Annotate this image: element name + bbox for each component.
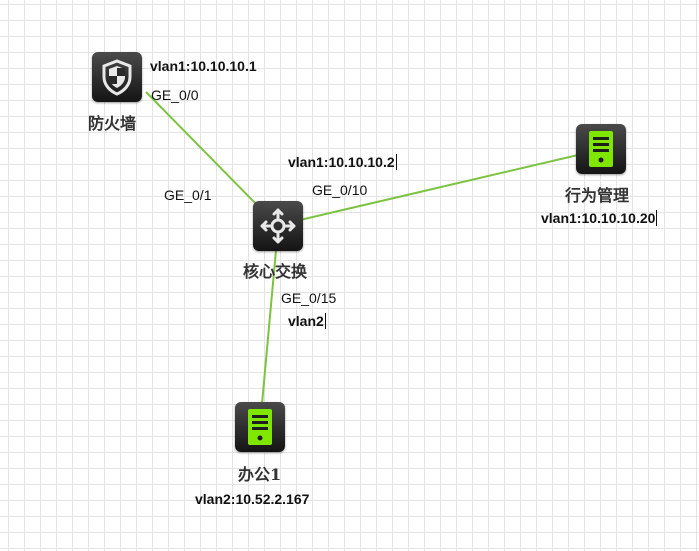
switch-arrows-icon bbox=[260, 208, 296, 244]
core-switch-port-firewall: GE_0/1 bbox=[164, 187, 212, 203]
core-switch-vlan-office[interactable]: vlan2 bbox=[288, 313, 326, 329]
firewall-port: GE_0/0 bbox=[151, 87, 199, 103]
office1-node[interactable] bbox=[235, 402, 285, 452]
core-switch-node[interactable] bbox=[253, 201, 303, 251]
core-switch-port-office: GE_0/15 bbox=[281, 290, 337, 306]
link-core-behavior[interactable] bbox=[299, 154, 579, 221]
server-icon bbox=[248, 409, 272, 445]
firewall-ip: vlan1:10.10.10.1 bbox=[150, 58, 257, 74]
behavior-mgmt-node[interactable] bbox=[576, 124, 626, 174]
core-switch-ip[interactable]: vlan1:10.10.10.2 bbox=[288, 154, 397, 170]
link-firewall-core[interactable] bbox=[145, 91, 263, 211]
core-switch-port-behavior: GE_0/10 bbox=[312, 182, 368, 198]
core-switch-label: 核心交换 bbox=[243, 262, 308, 281]
office1-label: 办公1 bbox=[238, 465, 282, 484]
firewall-shield-icon bbox=[102, 59, 132, 96]
behavior-mgmt-ip[interactable]: vlan1:10.10.10.20 bbox=[541, 210, 658, 226]
firewall-label: 防火墙 bbox=[88, 114, 137, 133]
link-core-office1[interactable] bbox=[261, 249, 277, 405]
office1-ip: vlan2:10.52.2.167 bbox=[195, 491, 310, 507]
behavior-mgmt-label: 行为管理 bbox=[565, 186, 630, 205]
server-icon bbox=[589, 131, 613, 167]
firewall-node[interactable] bbox=[92, 52, 142, 102]
